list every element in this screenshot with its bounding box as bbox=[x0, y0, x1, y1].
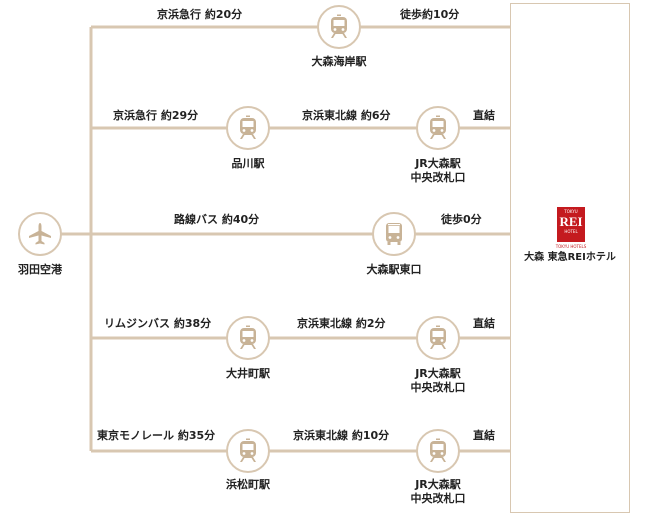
route1-station1-node bbox=[317, 5, 361, 49]
logo-bottom-text: HOTEL bbox=[564, 229, 578, 234]
logo-main-text: REI bbox=[559, 214, 583, 229]
route4-last-label: 直結 bbox=[473, 317, 495, 330]
route5-first-label: 東京モノレール 約35分 bbox=[97, 429, 216, 442]
route4-station2-node bbox=[416, 316, 460, 360]
route4-first-label: リムジンバス 約38分 bbox=[104, 317, 212, 330]
logo-top-text: TOKYU bbox=[564, 209, 578, 214]
train-icon bbox=[240, 438, 256, 462]
origin-label: 羽田空港 bbox=[18, 263, 62, 276]
train-icon bbox=[430, 325, 446, 349]
route2-station1-label: 品川駅 bbox=[231, 157, 265, 170]
route5-station1-node bbox=[226, 429, 270, 473]
route2-station2-node bbox=[416, 106, 460, 150]
route2-first-label: 京浜急行 約29分 bbox=[113, 109, 199, 122]
route5-station2-label: JR大森駅 中央改札口 bbox=[410, 478, 466, 505]
origin-node bbox=[18, 212, 62, 256]
train-icon bbox=[331, 14, 347, 38]
route4-station2-label: JR大森駅 中央改札口 bbox=[410, 367, 466, 394]
route4-station1-node bbox=[226, 316, 270, 360]
route3-last-label: 徒歩0分 bbox=[441, 213, 482, 226]
route3-first-label: 路線バス 約40分 bbox=[174, 213, 260, 226]
train-icon bbox=[240, 325, 256, 349]
route1-last-label: 徒歩約10分 bbox=[400, 8, 460, 21]
route5-last-label: 直結 bbox=[473, 429, 495, 442]
route2-second-label: 京浜東北線 約6分 bbox=[302, 109, 391, 122]
route5-second-label: 京浜東北線 約10分 bbox=[293, 429, 390, 442]
route2-last-label: 直結 bbox=[473, 109, 495, 122]
route2-station1-node bbox=[226, 106, 270, 150]
hotel-logo: TOKYU REI HOTEL bbox=[557, 207, 585, 242]
airplane-icon bbox=[29, 223, 51, 245]
route2-station2-label: JR大森駅 中央改札口 bbox=[410, 157, 466, 184]
route5-station1-label: 浜松町駅 bbox=[226, 478, 270, 491]
train-icon bbox=[240, 115, 256, 139]
train-icon bbox=[430, 115, 446, 139]
route4-station1-label: 大井町駅 bbox=[226, 367, 270, 380]
train-icon bbox=[430, 438, 446, 462]
hotel-name: 大森 東急REIホテル bbox=[524, 252, 616, 263]
logo-brand-text: TOKYU HOTELS bbox=[555, 244, 587, 249]
route3-station1-node bbox=[372, 212, 416, 256]
hotel-box bbox=[510, 3, 630, 513]
route1-first-label: 京浜急行 約20分 bbox=[157, 8, 243, 21]
bus-icon bbox=[386, 223, 402, 245]
route3-station1-label: 大森駅東口 bbox=[366, 263, 422, 276]
route1-station1-label: 大森海岸駅 bbox=[311, 55, 367, 68]
route5-station2-node bbox=[416, 429, 460, 473]
route4-second-label: 京浜東北線 約2分 bbox=[297, 317, 386, 330]
